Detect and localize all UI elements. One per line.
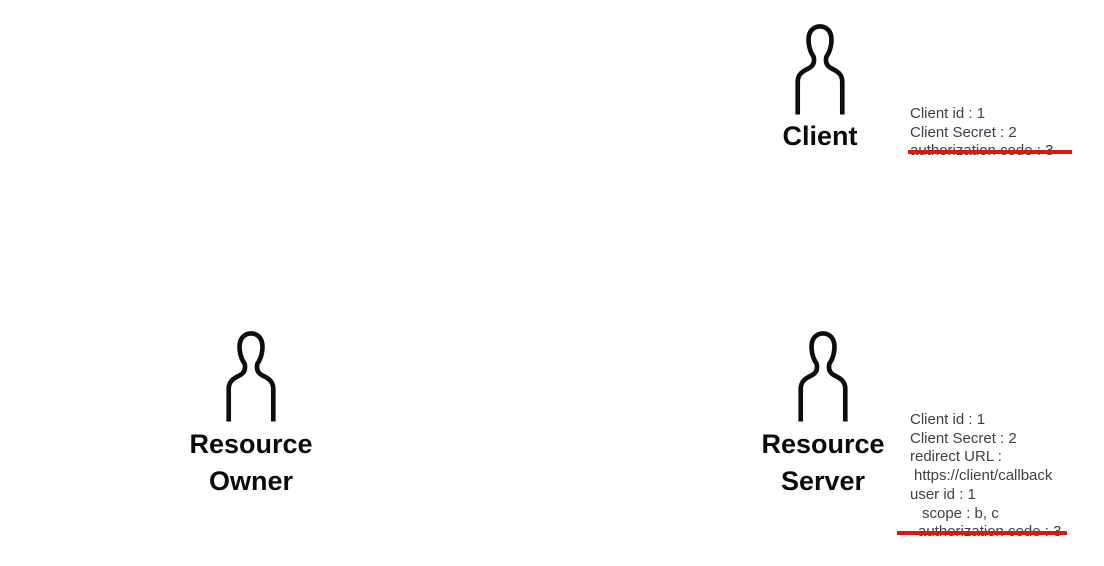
client-credentials: Client id : 1 Client Secret : 2 authoriz… bbox=[908, 105, 1072, 161]
person-icon bbox=[798, 331, 848, 422]
actor-resource-server-label: Resource Server bbox=[761, 426, 884, 500]
resource-server-data: Client id : 1 Client Secret : 2 redirect… bbox=[897, 411, 1067, 542]
actor-client-label: Client bbox=[782, 121, 858, 151]
redirect-url-line: redirect URL : bbox=[910, 448, 1061, 467]
strikethrough-line bbox=[897, 531, 1067, 536]
client-id-text: Client id : 1 bbox=[910, 411, 986, 428]
callback-url-line: https://client/callback bbox=[910, 467, 1061, 486]
resource-owner-label-line2: Owner bbox=[208, 466, 294, 496]
callback-url-text: https://client/callback bbox=[914, 467, 1053, 485]
scope-text: scope : b, c bbox=[922, 504, 999, 522]
person-icon bbox=[795, 24, 845, 115]
person-icon bbox=[226, 331, 276, 422]
client-id-line: Client id : 1 bbox=[910, 411, 1061, 430]
actor-resource-owner-label: Resource Owner bbox=[189, 426, 312, 500]
authorization-code-line: authorization code : 3 bbox=[897, 523, 1067, 542]
client-id-line: Client id : 1 bbox=[910, 105, 1053, 124]
strikethrough-line bbox=[908, 150, 1072, 155]
authorization-code-line: authorization code : 3 bbox=[908, 142, 1072, 161]
user-id-text: user id : 1 bbox=[910, 485, 976, 503]
client-id-text: Client id : 1 bbox=[910, 105, 986, 122]
actor-resource-owner: Resource Owner bbox=[171, 329, 331, 500]
resource-server-label-line1: Resource bbox=[761, 429, 885, 459]
redirect-url-text: redirect URL : bbox=[910, 448, 1002, 466]
client-secret-text: Client Secret : 2 bbox=[910, 123, 1017, 141]
scope-line: scope : b, c bbox=[910, 505, 1061, 524]
client-secret-text: Client Secret : 2 bbox=[910, 429, 1017, 447]
resource-server-label-line2: Server bbox=[780, 466, 866, 496]
client-secret-line: Client Secret : 2 bbox=[910, 430, 1061, 449]
resource-owner-label-line1: Resource bbox=[189, 429, 313, 459]
actor-client: Client bbox=[770, 22, 870, 151]
client-secret-line: Client Secret : 2 bbox=[910, 124, 1053, 143]
user-id-line: user id : 1 bbox=[910, 486, 1061, 505]
actor-resource-server: Resource Server bbox=[743, 329, 903, 500]
